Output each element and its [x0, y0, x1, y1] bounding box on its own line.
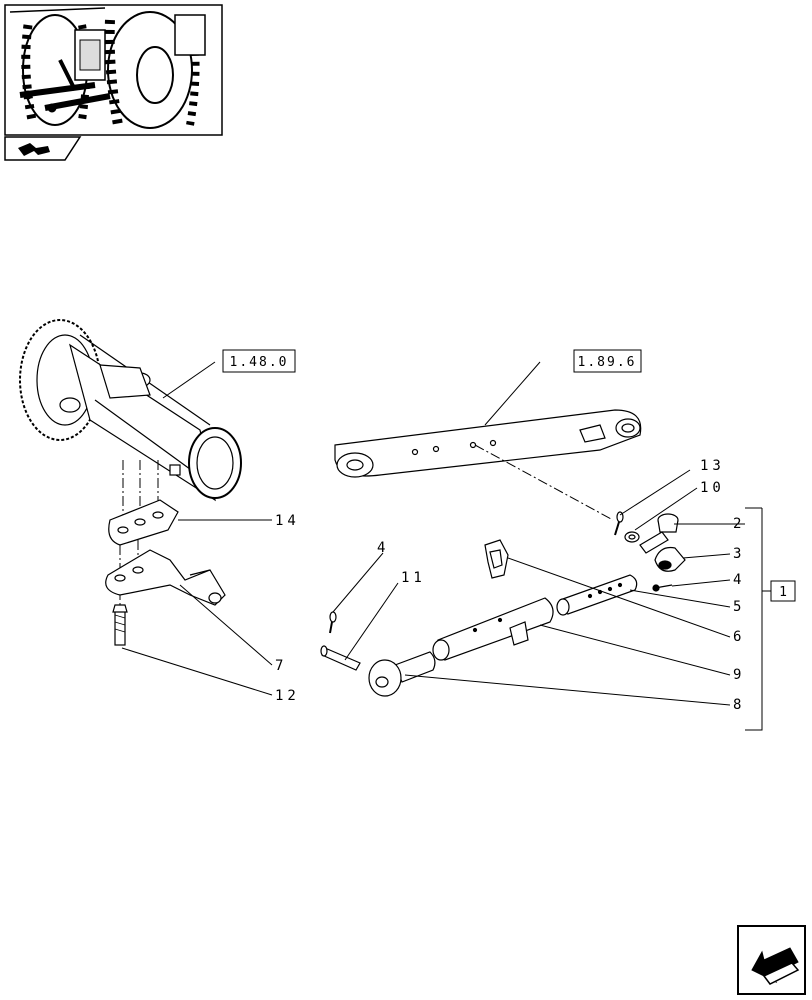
support-plate-drawing	[108, 499, 179, 546]
part-label-12: 12	[275, 688, 300, 704]
part-label-8: 8	[733, 697, 741, 713]
ref-assembly-group: 1	[779, 585, 787, 600]
part-label-4-right: 4	[733, 572, 741, 588]
ref-box-lower-link[interactable]: 1.89.6	[573, 349, 642, 373]
part-label-4-left: 4	[377, 540, 385, 556]
part-label-6: 6	[733, 629, 741, 645]
leader-lines	[121, 361, 771, 731]
next-page-button[interactable]	[737, 925, 806, 995]
clevis-3	[654, 546, 686, 572]
ball-end-8	[368, 651, 436, 697]
linch-pin-13	[614, 511, 624, 536]
part-label-3: 3	[733, 546, 741, 562]
part-label-14: 14	[275, 513, 300, 529]
part-label-10: 10	[700, 480, 725, 496]
threaded-end-5	[556, 574, 638, 616]
clip-4-left	[329, 611, 337, 634]
part-label-7: 7	[275, 658, 283, 674]
link-pin-alignment-line	[474, 444, 614, 521]
pin-2	[639, 513, 679, 554]
retainer-clip-6	[484, 539, 509, 579]
clip-4-right	[652, 584, 673, 592]
ref-trumpet-housing: 1.48.0	[230, 355, 289, 370]
trumpet-housing-drawing	[19, 319, 242, 502]
tractor-rear-linkage-icon	[9, 7, 206, 129]
bolt-drawing	[112, 604, 128, 646]
lower-link-drawing	[334, 409, 642, 478]
back-arrow-tab[interactable]	[4, 136, 82, 161]
tube-9	[432, 597, 554, 661]
next-page-arrow-icon	[751, 947, 800, 985]
back-arrow-icon	[18, 143, 50, 156]
ref-box-assembly-group[interactable]: 1	[770, 580, 796, 602]
part-label-2: 2	[733, 516, 741, 532]
thumbnail-frame	[4, 4, 223, 136]
part-label-5: 5	[733, 599, 741, 615]
ref-box-trumpet-housing[interactable]: 1.48.0	[222, 349, 296, 373]
part-label-11: 11	[401, 570, 426, 586]
bracket-drawing	[105, 549, 226, 606]
part-label-9: 9	[733, 667, 741, 683]
pin-11	[320, 645, 361, 671]
ref-lower-link: 1.89.6	[578, 355, 637, 370]
washer-10	[624, 531, 640, 543]
part-labels: 14 7 12 13 10 2 3 4 5 6 9 8 4 11	[275, 458, 741, 713]
part-label-13: 13	[700, 458, 725, 474]
